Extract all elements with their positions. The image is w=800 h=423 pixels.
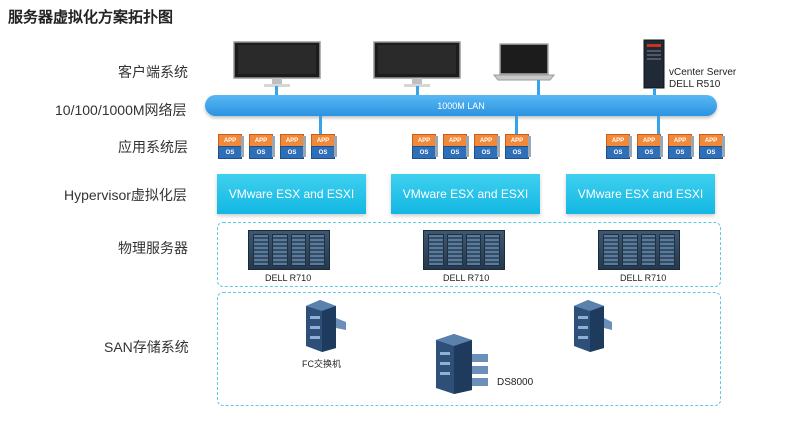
connector-line: [657, 116, 660, 134]
desktop-monitor-icon: [373, 41, 461, 87]
fc-switch-icon: [306, 300, 346, 352]
server-rack-icon: [248, 230, 330, 270]
vcenter-model-label: DELL R510: [669, 79, 721, 90]
server-rack-icon: [598, 230, 680, 270]
vcenter-label: vCenter Server: [669, 67, 737, 78]
fc-switch-label: FC交换机: [302, 359, 341, 369]
layer-label-hypervisor: Hypervisor虚拟化层: [64, 187, 187, 203]
layer-label-san: SAN存储系统: [104, 339, 189, 355]
vcenter-server-tower-icon: [643, 39, 665, 89]
hypervisor-box: VMware ESX and ESXI: [566, 174, 715, 214]
hypervisor-box: VMware ESX and ESXI: [391, 174, 540, 214]
connector-line: [275, 86, 278, 96]
page-title: 服务器虚拟化方案拓扑图: [8, 9, 174, 26]
desktop-monitor-icon: [233, 41, 321, 87]
layer-label-apps: 应用系统层: [118, 139, 188, 155]
layer-label-network: 10/100/1000M网络层: [55, 102, 187, 118]
storage-array-label: DS8000: [497, 377, 534, 388]
fc-switch-icon: [574, 300, 612, 352]
layer-label-clients: 客户端系统: [118, 64, 188, 80]
connector-line: [319, 116, 322, 134]
connector-line: [416, 86, 419, 96]
server-label: DELL R710: [265, 273, 312, 283]
server-label: DELL R710: [620, 273, 667, 283]
server-label: DELL R710: [443, 273, 490, 283]
connector-line: [537, 80, 540, 96]
lan-bar: 1000M LAN: [205, 95, 717, 116]
server-rack-icon: [423, 230, 505, 270]
physical-servers-group: [217, 222, 721, 287]
hypervisor-box: VMware ESX and ESXI: [217, 174, 366, 214]
lan-label: 1000M LAN: [437, 100, 485, 111]
connector-line: [653, 88, 656, 96]
connector-line: [515, 116, 518, 134]
laptop-icon: [492, 43, 556, 81]
san-storage-group: [217, 292, 721, 406]
storage-array-icon: [436, 334, 488, 394]
layer-label-physical: 物理服务器: [118, 240, 188, 256]
